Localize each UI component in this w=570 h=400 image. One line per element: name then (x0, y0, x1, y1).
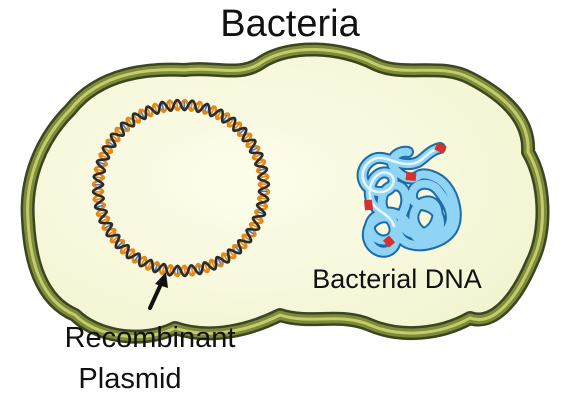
plasmid-base-pair (222, 253, 230, 263)
plasmid-base-pair (197, 263, 202, 274)
plasmid-base-pair (110, 235, 120, 243)
plasmid-base-pair (106, 140, 116, 147)
plasmid-base-pair (126, 117, 134, 127)
plasmid-base-pair (232, 122, 241, 131)
plasmid-strand-inner (91, 98, 271, 278)
plasmid-base-pair (228, 249, 236, 259)
plasmid-base-pair (246, 139, 256, 147)
plasmid-base-pair (106, 229, 116, 237)
plasmid-label-line2: Plasmid (78, 363, 181, 395)
plasmid-base-pair (169, 265, 172, 276)
plasmid-base-pair (115, 240, 125, 249)
dna-marker (364, 199, 373, 211)
plasmid-base-pair (258, 197, 269, 200)
plasmid-base-pair (238, 239, 247, 248)
plasmid-base-pair (190, 100, 193, 111)
plasmid-base-pair (93, 176, 104, 179)
plasmid-ring-icon (91, 98, 271, 278)
plasmid-base-pair (168, 100, 172, 111)
plasmid-base-pair (110, 134, 120, 142)
plasmid-base-pair (258, 175, 269, 179)
plasmid-base-pair (242, 133, 252, 141)
plasmid-base-pair (246, 229, 256, 236)
plasmid-base-pair (160, 102, 165, 113)
plasmid-base-pair (127, 249, 135, 259)
plasmid-label-line1: Recombinant (65, 322, 236, 354)
diagram-title: Bacteria (220, 3, 360, 45)
plasmid-base-pair (133, 253, 140, 263)
dna-marker (434, 142, 447, 154)
plasmid-base-pair (233, 244, 242, 254)
plasmid-base-pair (121, 245, 130, 254)
dna-marker (382, 235, 396, 248)
plasmid-base-pair (93, 197, 104, 201)
plasmid-base-pair (242, 234, 252, 242)
coiled-dna-icon (356, 142, 462, 258)
plasmid-base-pair (237, 127, 247, 136)
plasmid-base-pair (95, 204, 106, 209)
plasmid-base-pair (96, 161, 107, 166)
plasmid-base-pair (154, 262, 159, 273)
plasmid-base-pair (115, 128, 124, 137)
plasmid-base-pair (132, 113, 140, 123)
pointer-arrow-icon (148, 272, 168, 310)
dna-marker (405, 172, 417, 181)
plasmid-base-pair (222, 113, 229, 123)
plasmid-base-pair (120, 122, 129, 132)
plasmid-base-pair (255, 210, 266, 215)
dna-marker-group (364, 142, 447, 248)
bacterial-dna-label: Bacterial DNA (312, 264, 482, 294)
plasmid-base-pair (256, 167, 267, 172)
plasmid-base-pair (227, 117, 235, 127)
plasmid-base-pair (190, 265, 194, 276)
plasmid-base-pair (203, 103, 208, 114)
